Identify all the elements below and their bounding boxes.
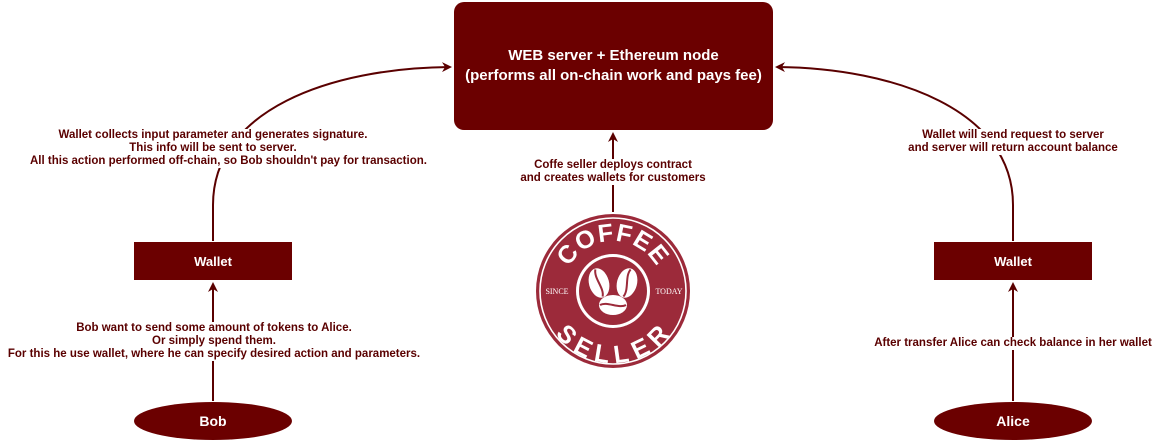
bob-wallet-label: Wallet [194,253,232,269]
server-title: WEB server + Ethereum node [508,47,719,64]
wallet-signature-note: Wallet collects input parameter and gene… [30,129,427,168]
note-line: All this action performed off-chain, so … [30,155,427,167]
note-line: and creates wallets for customers [520,172,706,184]
alice-actor-node: Alice [934,402,1092,440]
wallet-balance-note: Wallet will send request to server and s… [893,129,1133,155]
logo-outer-ring [539,217,687,365]
alice-wallet-label: Wallet [994,253,1032,269]
logo-left-text: SINCE [545,287,568,296]
alice-wallet-node: Wallet [934,242,1092,280]
coffee-bean-icon [588,268,638,315]
arrow-wallet-to-server [212,62,452,241]
bob-send-note: Bob want to send some amount of tokens t… [0,322,428,361]
logo-right-text: TODAY [655,287,682,296]
alice-label: Alice [996,413,1030,429]
note-line: After transfer Alice can check balance i… [874,337,1152,349]
bob-label: Bob [199,413,227,429]
bob-wallet-node: Wallet [134,242,292,280]
server-subtitle: (performs all on-chain work and pays fee… [465,67,762,84]
note-line: For this he use wallet, where he can spe… [7,348,421,360]
note-line: This info will be sent to server. [129,142,297,154]
note-line: and server will return account balance [908,142,1118,154]
note-line: Wallet collects input parameter and gene… [58,129,368,141]
note-line: Bob want to send some amount of tokens t… [76,322,352,334]
coffee-seller-note: Coffe seller deploys contract and create… [508,159,718,185]
arrow-wallet-to-server-right [775,62,1014,241]
coffee-seller-logo: COFFEE SELLER SINCE TODAY [536,214,690,369]
bob-actor-node: Bob [134,402,292,440]
alice-check-note: After transfer Alice can check balance i… [866,337,1160,350]
note-line: Coffe seller deploys contract [534,159,692,171]
note-line: Or simply spend them. [152,335,276,347]
web-server-node: WEB server + Ethereum node (performs all… [454,2,773,130]
note-line: Wallet will send request to server [922,129,1104,141]
